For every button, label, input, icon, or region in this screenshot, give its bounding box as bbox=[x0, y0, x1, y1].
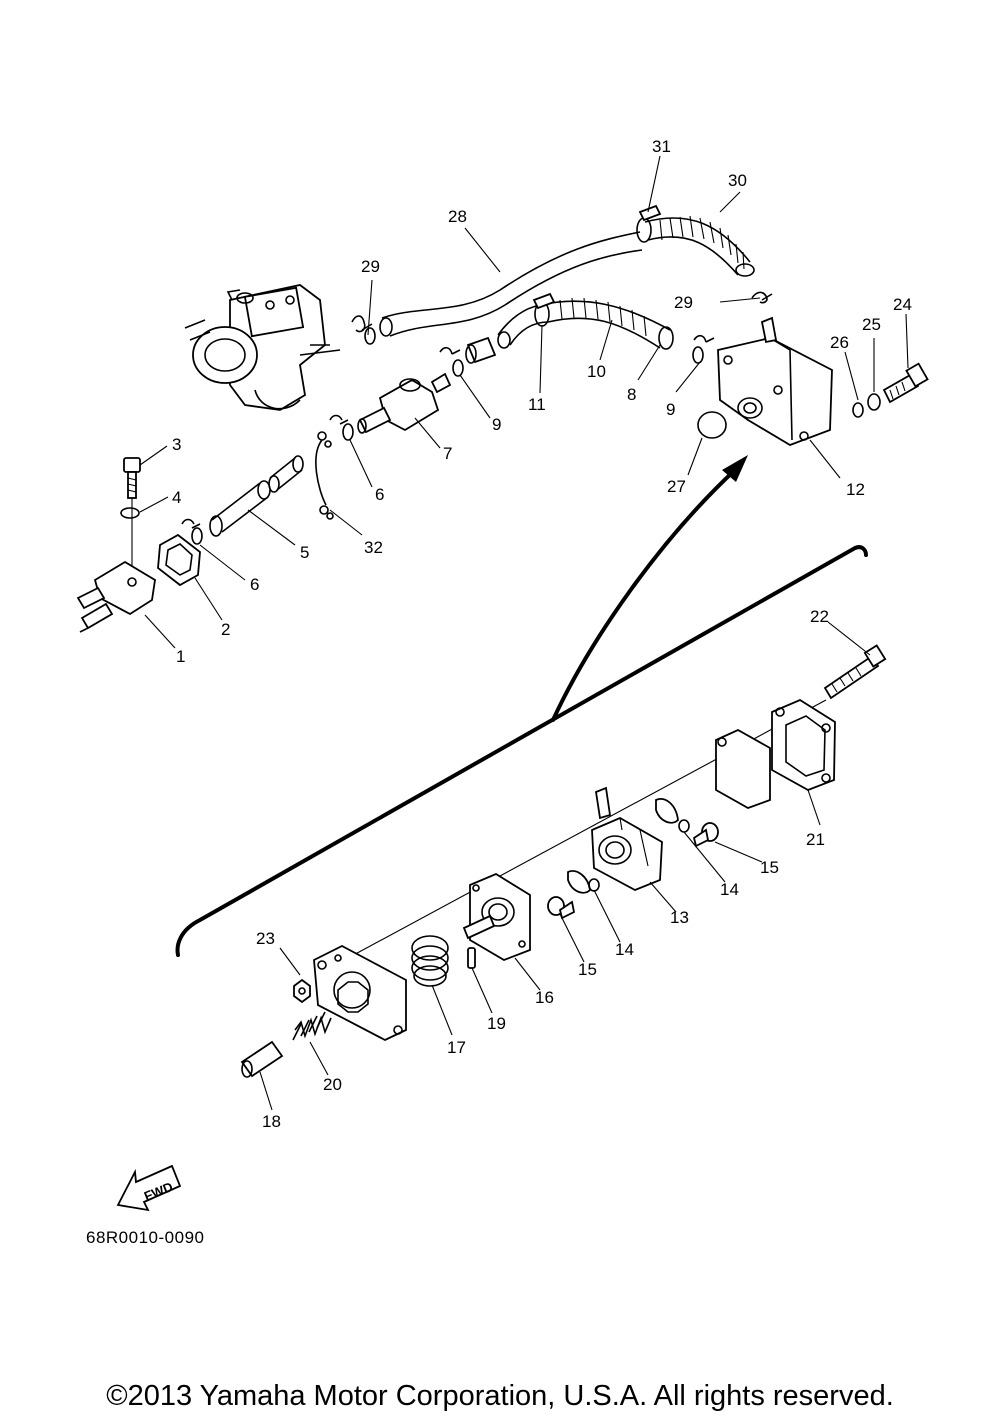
callout-17: 17 bbox=[447, 1038, 466, 1057]
callout-29a: 29 bbox=[361, 257, 380, 276]
callout-labels: 1 2 3 4 5 6 6 7 8 9 9 10 11 12 13 14 14 … bbox=[172, 137, 912, 1131]
callout-4: 4 bbox=[172, 488, 181, 507]
washer-4 bbox=[120, 507, 140, 519]
callout-16: 16 bbox=[535, 988, 554, 1007]
fuel-hose-5 bbox=[211, 482, 269, 533]
spring-20 bbox=[292, 1011, 332, 1041]
callout-1: 1 bbox=[176, 647, 185, 666]
callout-8: 8 bbox=[627, 385, 636, 404]
hose-clip-31 bbox=[636, 204, 662, 243]
copyright-notice: ©2013 Yamaha Motor Corporation, U.S.A. A… bbox=[106, 1380, 894, 1412]
diagram-code: 68R0010-0090 bbox=[86, 1228, 205, 1247]
pump-base bbox=[313, 944, 407, 1042]
callout-23: 23 bbox=[256, 929, 275, 948]
fuel-hose-28 bbox=[381, 231, 641, 319]
clip-9b bbox=[693, 334, 715, 343]
plunger-18 bbox=[240, 1040, 284, 1078]
callout-5: 5 bbox=[300, 543, 309, 562]
fuel-pump-12 bbox=[717, 316, 833, 446]
callout-13: 13 bbox=[670, 908, 689, 927]
screw-15b bbox=[547, 896, 576, 920]
fwd-arrow-icon: FWD bbox=[116, 1164, 182, 1212]
carburetor-drawing bbox=[184, 284, 341, 411]
callout-22: 22 bbox=[810, 607, 829, 626]
callout-14a: 14 bbox=[720, 880, 739, 899]
fuel-filter-7 bbox=[357, 372, 452, 434]
callout-31: 31 bbox=[652, 137, 671, 156]
assembly-arrow-shaft bbox=[551, 468, 737, 722]
clip-9a bbox=[439, 346, 461, 355]
pump-body-13 bbox=[591, 786, 663, 891]
assembly-arrow-head bbox=[722, 455, 748, 482]
callout-9b: 9 bbox=[666, 400, 675, 419]
nut-23 bbox=[293, 978, 311, 1004]
callout-24: 24 bbox=[893, 295, 912, 314]
cover-21 bbox=[771, 698, 836, 791]
callout-25: 25 bbox=[862, 315, 881, 334]
pin-19 bbox=[467, 947, 476, 969]
callout-27: 27 bbox=[667, 477, 686, 496]
bolt-24 bbox=[882, 362, 929, 404]
callout-18: 18 bbox=[262, 1112, 281, 1131]
callout-26: 26 bbox=[830, 333, 849, 352]
callout-28: 28 bbox=[448, 207, 467, 226]
callout-12: 12 bbox=[846, 480, 865, 499]
hose-segment bbox=[466, 336, 497, 364]
fuel-hose-10 bbox=[539, 300, 671, 331]
spring-17 bbox=[411, 935, 449, 987]
callout-32: 32 bbox=[364, 538, 383, 557]
leader-lines bbox=[139, 155, 909, 1111]
callout-6b: 6 bbox=[375, 485, 384, 504]
callout-9a: 9 bbox=[492, 415, 501, 434]
check-valve-14b bbox=[567, 870, 600, 894]
callout-15b: 15 bbox=[578, 960, 597, 979]
callout-7: 7 bbox=[443, 444, 452, 463]
callout-11: 11 bbox=[528, 395, 546, 414]
callout-30: 30 bbox=[728, 171, 747, 190]
callout-21: 21 bbox=[806, 830, 825, 849]
callout-15a: 15 bbox=[760, 858, 779, 877]
callout-3: 3 bbox=[172, 435, 181, 454]
diaphragm-gasket bbox=[715, 728, 771, 809]
screw-15a bbox=[692, 822, 719, 848]
callout-6a: 6 bbox=[250, 575, 259, 594]
washer-25 bbox=[867, 393, 881, 411]
callout-19: 19 bbox=[487, 1014, 506, 1033]
diaphragm-16 bbox=[462, 872, 531, 961]
callout-20: 20 bbox=[323, 1075, 342, 1094]
callout-29b: 29 bbox=[674, 293, 693, 312]
bolt-22 bbox=[823, 644, 887, 700]
clip-6a bbox=[329, 414, 349, 425]
o-ring-27 bbox=[697, 411, 727, 439]
washer-26 bbox=[852, 402, 864, 418]
callout-10: 10 bbox=[587, 362, 606, 381]
fuel-hose-30 bbox=[644, 217, 751, 263]
clip-32 bbox=[315, 431, 334, 520]
bracket-2 bbox=[157, 533, 201, 587]
bolt-3 bbox=[123, 457, 141, 499]
fuel-connector-1 bbox=[76, 560, 156, 633]
callout-14b: 14 bbox=[615, 940, 634, 959]
check-valve-14a bbox=[655, 798, 690, 833]
clip-29a bbox=[351, 315, 373, 333]
clip-6b bbox=[181, 518, 201, 529]
section-divider-line bbox=[175, 545, 868, 957]
clip-29b bbox=[751, 291, 773, 304]
callout-2: 2 bbox=[221, 620, 230, 639]
